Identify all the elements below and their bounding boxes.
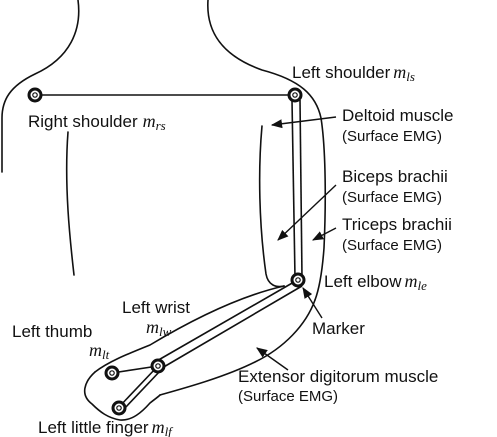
left-wrist-label: Left wrist	[122, 298, 190, 317]
left-thumb-symbol: m	[89, 340, 102, 360]
left-elbow-marker	[292, 274, 304, 286]
left-shoulder-sub: ls	[406, 69, 415, 84]
wrist-finger-segment-a	[119, 368, 156, 407]
left-wrist-symbol: m	[146, 317, 159, 337]
left-thumb-marker	[106, 367, 118, 379]
right-shoulder-sub: rs	[156, 118, 166, 133]
right-shoulder-text: Right shoulder	[28, 112, 138, 131]
segments	[35, 95, 302, 409]
left-shoulder-marker	[289, 89, 301, 101]
marker-arrow	[303, 288, 322, 318]
extensor-sublabel: (Surface EMG)	[238, 388, 338, 405]
left-wrist-marker	[152, 360, 164, 372]
biceps-sublabel: (Surface EMG)	[342, 189, 442, 206]
left-shoulder-symbol: m	[393, 62, 406, 82]
left-thumb-label: Left thumb	[12, 322, 92, 341]
right-shoulder-label: Right shoulder mrs	[28, 111, 166, 133]
left-thumb-sub: lt	[102, 347, 110, 362]
left-shoulder-text: Left shoulder	[292, 63, 391, 82]
triceps-label: Triceps brachii	[342, 215, 452, 234]
left-little-finger-symbol: m	[152, 417, 165, 437]
upper-arm-segment-a	[292, 100, 295, 278]
left-elbow-symbol: m	[405, 271, 418, 291]
inner-arm-contour	[260, 126, 284, 287]
extensor-label: Extensor digitorum muscle	[238, 367, 438, 386]
left-elbow-text: Left elbow	[324, 272, 402, 291]
left-little-finger-sub: lf	[165, 424, 175, 437]
deltoid-label: Deltoid muscle	[342, 106, 454, 125]
deltoid-sublabel: (Surface EMG)	[342, 128, 442, 145]
left-elbow-sub: le	[418, 278, 428, 293]
forearm-segment-a	[155, 282, 294, 362]
right-shoulder-symbol: m	[143, 111, 156, 131]
left-little-finger-marker	[113, 402, 125, 414]
upper-arm-segment-b	[300, 100, 302, 278]
triceps-sublabel: (Surface EMG)	[342, 237, 442, 254]
deltoid-arrow	[272, 117, 336, 125]
wrist-finger-segment-b	[124, 370, 161, 409]
neck-right-shoulder-contour	[208, 0, 325, 300]
left-wrist-sub: lw	[159, 324, 172, 339]
left-little-finger-text: Left little finger	[38, 418, 149, 437]
chest-crease-right-side	[67, 132, 74, 275]
biceps-label: Biceps brachii	[342, 167, 448, 186]
left-wrist-symbol-label: mlw	[146, 317, 172, 339]
marker-label: Marker	[312, 319, 365, 338]
right-shoulder-marker	[29, 89, 41, 101]
left-thumb-symbol-label: mlt	[89, 340, 110, 362]
